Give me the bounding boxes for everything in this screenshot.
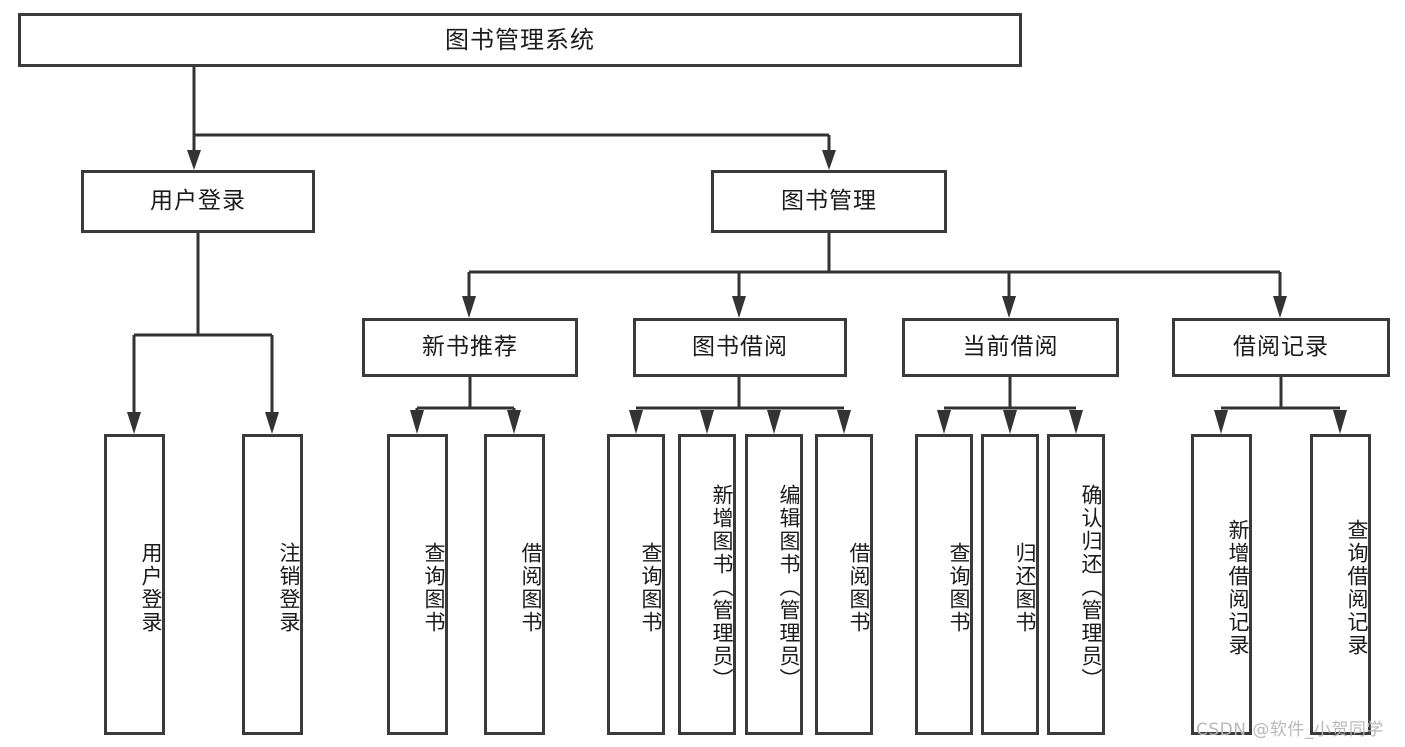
- leaf-logout-label: 注销登录: [277, 541, 301, 634]
- arrow-to-new-book: [462, 296, 476, 318]
- node-borrow-record-label: 借阅记录: [1233, 333, 1329, 360]
- node-book-manage-label: 图书管理: [781, 187, 877, 214]
- watermark-text: CSDN @软件_小贺同学: [1196, 720, 1384, 740]
- node-current-borrow-label: 当前借阅: [962, 333, 1059, 360]
- node-current-borrow[interactable]: 当前借阅: [902, 318, 1119, 377]
- leaf-query-book-current-label: 查询图书: [947, 541, 971, 634]
- leaf-add-book-admin-label: 新增图书（管理员）: [710, 484, 734, 691]
- node-root-label: 图书管理系统: [445, 25, 595, 54]
- leaf-return-book[interactable]: 归还图书: [981, 434, 1039, 735]
- arrow-to-newbook-leaf-2: [507, 410, 521, 434]
- arrow-to-current-borrow: [1002, 296, 1016, 318]
- leaf-query-book[interactable]: 查询图书: [607, 434, 665, 735]
- node-book-borrow-label: 图书借阅: [692, 333, 788, 360]
- arrow-to-newbook-leaf-1: [410, 410, 424, 434]
- arrow-to-user-login-leaf: [127, 412, 141, 434]
- node-new-book-recommend[interactable]: 新书推荐: [362, 318, 578, 377]
- leaf-add-borrow-record-label: 新增借阅记录: [1226, 518, 1250, 657]
- leaf-borrow-book[interactable]: 借阅图书: [815, 434, 873, 735]
- leaf-edit-book-admin-label: 编辑图书（管理员）: [777, 484, 801, 691]
- leaf-borrow-book-label: 借阅图书: [847, 541, 871, 634]
- arrow-to-borrow-leaf-1: [629, 410, 643, 434]
- arrow-to-book-manage: [822, 150, 836, 170]
- leaf-add-borrow-record[interactable]: 新增借阅记录: [1191, 434, 1252, 735]
- node-borrow-record[interactable]: 借阅记录: [1172, 318, 1390, 377]
- leaf-query-borrow-record[interactable]: 查询借阅记录: [1310, 434, 1371, 735]
- arrow-to-borrow-leaf-4: [837, 410, 851, 434]
- arrow-to-borrow-record: [1273, 296, 1287, 318]
- arrow-to-current-leaf-3: [1069, 410, 1083, 434]
- arrow-to-borrow-leaf-2: [700, 410, 714, 434]
- leaf-query-book-current[interactable]: 查询图书: [915, 434, 973, 735]
- node-root-system[interactable]: 图书管理系统: [18, 13, 1022, 67]
- leaf-confirm-return-admin[interactable]: 确认归还（管理员）: [1047, 434, 1105, 735]
- arrow-to-borrow-leaf-3: [767, 410, 781, 434]
- arrow-to-record-leaf-1: [1214, 410, 1228, 434]
- arrow-to-current-leaf-2: [1003, 410, 1017, 434]
- leaf-confirm-return-admin-label: 确认归还（管理员）: [1079, 484, 1103, 691]
- leaf-logout[interactable]: 注销登录: [242, 434, 303, 735]
- node-user-login-label: 用户登录: [150, 187, 246, 214]
- arrow-to-book-borrow: [732, 296, 746, 318]
- leaf-query-borrow-record-label: 查询借阅记录: [1345, 518, 1369, 657]
- arrow-to-record-leaf-2: [1333, 410, 1347, 434]
- leaf-add-book-admin[interactable]: 新增图书（管理员）: [678, 434, 736, 735]
- leaf-query-book-recommend-label: 查询图书: [422, 541, 446, 634]
- leaf-user-login[interactable]: 用户登录: [104, 434, 165, 735]
- leaf-edit-book-admin[interactable]: 编辑图书（管理员）: [745, 434, 803, 735]
- node-user-login[interactable]: 用户登录: [81, 170, 315, 233]
- arrow-to-user-login: [187, 150, 201, 170]
- leaf-query-book-recommend[interactable]: 查询图书: [387, 434, 448, 735]
- leaf-borrow-book-recommend-label: 借阅图书: [519, 541, 543, 634]
- arrow-to-current-leaf-1: [937, 410, 951, 434]
- leaf-return-book-label: 归还图书: [1013, 541, 1037, 634]
- node-book-manage[interactable]: 图书管理: [711, 170, 947, 233]
- leaf-query-book-label: 查询图书: [639, 541, 663, 634]
- node-book-borrow[interactable]: 图书借阅: [633, 318, 847, 377]
- leaf-borrow-book-recommend[interactable]: 借阅图书: [484, 434, 545, 735]
- node-new-book-recommend-label: 新书推荐: [422, 333, 518, 360]
- leaf-user-login-label: 用户登录: [139, 541, 163, 634]
- watermark-csdn: CSDN @软件_小贺同学: [1196, 715, 1384, 740]
- arrow-to-logout-leaf: [265, 412, 279, 434]
